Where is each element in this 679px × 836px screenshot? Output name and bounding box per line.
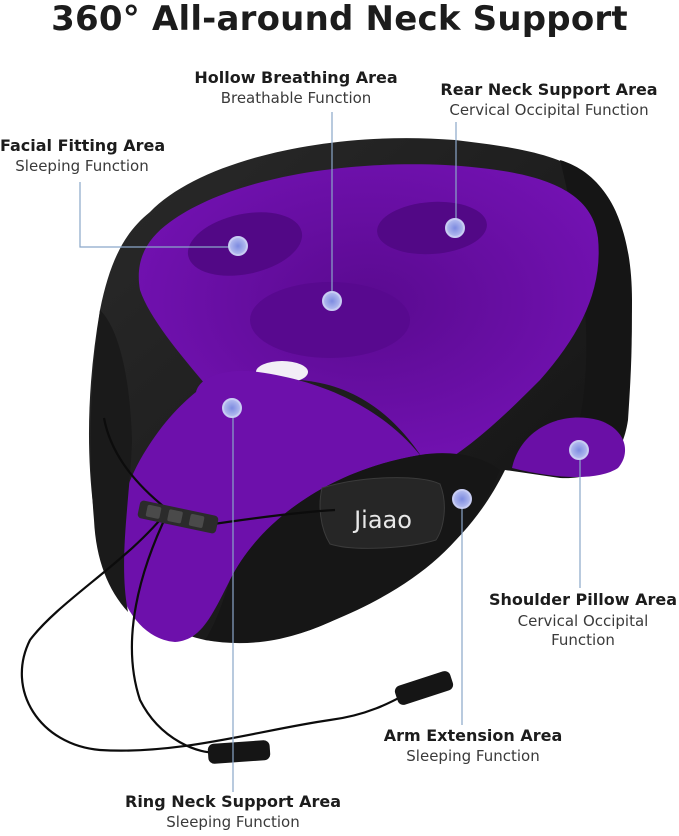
brand-badge: Jiaao <box>319 477 445 549</box>
callout-name: Arm Extension Area <box>383 726 563 745</box>
cord-end-right <box>394 671 454 705</box>
callout-function: Sleeping Function <box>166 813 300 831</box>
neck-pillow: Jiaao <box>88 138 632 644</box>
callout-function: Cervical Occipital Function <box>449 101 649 119</box>
center-depression <box>250 282 410 358</box>
brand-logo: Jiaao <box>352 506 412 534</box>
callout-ring-neck-support: Ring Neck Support Area Sleeping Function <box>116 792 350 832</box>
callout-function: Sleeping Function <box>406 747 540 765</box>
page-title: 360° All-around Neck Support <box>51 0 628 39</box>
callout-function: Sleeping Function <box>15 157 149 175</box>
marker-hollow-dot <box>322 291 342 311</box>
pillow-purple-shoulder <box>512 417 626 477</box>
facial-hollow-right <box>377 201 487 255</box>
callout-name: Hollow Breathing Area <box>194 68 398 87</box>
callout-markers <box>222 218 589 509</box>
marker-arm-dot <box>452 489 472 509</box>
callout-name: Shoulder Pillow Area <box>489 590 677 609</box>
marker-shoulder-dot <box>569 440 589 460</box>
callout-hollow-breathing: Hollow Breathing Area Breathable Functio… <box>186 68 406 108</box>
marker-rear-dot <box>445 218 465 238</box>
callout-arm-extension: Arm Extension Area Sleeping Function <box>380 726 566 766</box>
callout-shoulder-pillow: Shoulder Pillow Area Cervical Occipital … <box>486 590 679 650</box>
callout-rear-neck-support: Rear Neck Support Area Cervical Occipita… <box>430 80 668 120</box>
cord-toggle <box>137 500 219 534</box>
pillow-black-left <box>90 310 132 612</box>
callout-function: Cervical Occipital Function <box>517 612 649 649</box>
callout-name: Ring Neck Support Area <box>125 792 341 811</box>
leader-facial <box>79 182 236 248</box>
cord-end-bottom <box>207 740 271 764</box>
callout-leader-lines <box>79 112 581 792</box>
pillow-purple-arm <box>115 370 421 642</box>
callout-name: Facial Fitting Area <box>0 136 166 155</box>
callout-facial-fitting: Facial Fitting Area Sleeping Function <box>0 136 166 176</box>
marker-arm-top-dot <box>222 398 242 418</box>
marker-facial-dot <box>228 236 248 256</box>
callout-name: Rear Neck Support Area <box>440 80 658 99</box>
callout-function: Breathable Function <box>220 89 372 107</box>
